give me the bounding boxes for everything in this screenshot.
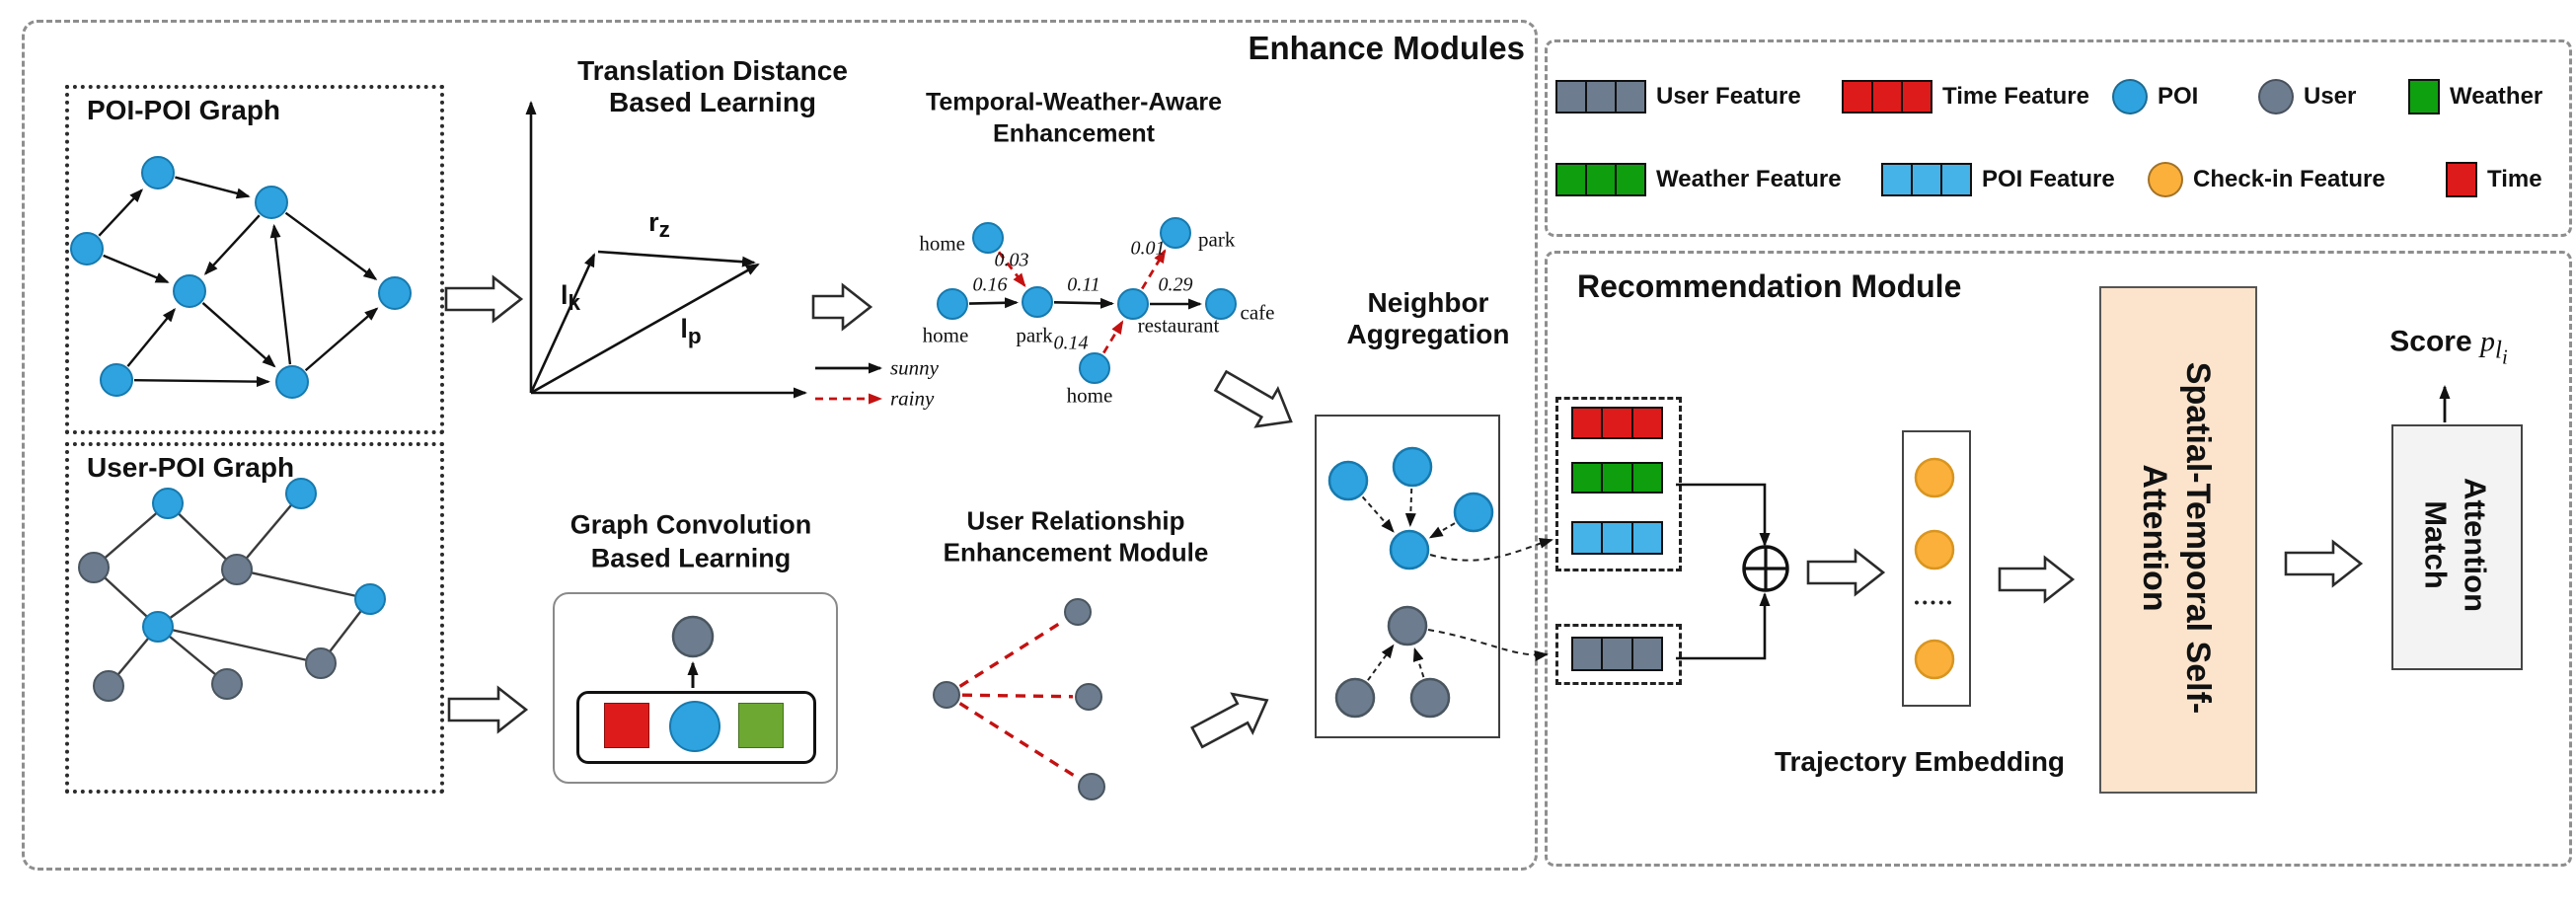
poi-circle — [669, 701, 720, 752]
weight-003: 0.03 — [994, 249, 1029, 271]
vector-lk-base: l — [560, 279, 568, 310]
neighbor-aggregation-title-2: Aggregation — [1346, 319, 1510, 349]
legend-item-time-feature: Time Feature — [1842, 77, 2089, 116]
poi-feature-bar — [1571, 521, 1663, 555]
attention-match-label: Attention Match — [2415, 478, 2495, 612]
score-sub-l: l — [2494, 337, 2502, 364]
circle-icon — [2112, 79, 2148, 114]
neighbor-aggregation-box — [1315, 415, 1500, 738]
score-word: Score — [2389, 325, 2472, 358]
legend-item-time: Time — [2446, 160, 2542, 199]
score-var: p — [2479, 325, 2495, 358]
legend-item-label: Time — [2487, 166, 2542, 192]
square-icon — [2446, 162, 2477, 197]
attention-match-box — [2391, 424, 2523, 670]
sunny-label: sunny — [890, 355, 939, 380]
weight-016: 0.16 — [972, 273, 1008, 296]
vector-lk-sub: k — [568, 290, 581, 316]
weight-029: 0.29 — [1158, 273, 1193, 296]
weight-014: 0.14 — [1053, 332, 1089, 354]
legend-item-label: POI Feature — [1982, 166, 2115, 192]
weight-011: 0.11 — [1067, 273, 1100, 296]
vector-rz-label: rz — [648, 207, 670, 243]
circle-icon — [2258, 79, 2294, 114]
chain-label-home: home — [922, 323, 969, 347]
vector-rz-sub: z — [658, 217, 670, 243]
trajectory-embedding-box — [1902, 430, 1971, 707]
time-square — [604, 703, 649, 748]
enhance-modules-title: Enhance Modules — [1248, 30, 1525, 66]
score-symbol: pli — [2479, 325, 2508, 369]
rainy-label: rainy — [890, 386, 935, 411]
legend-container — [1545, 39, 2572, 237]
weather-feature-bar — [1571, 462, 1663, 494]
vector-lp-sub: p — [687, 324, 702, 349]
temporal-title-2: Enhancement — [993, 119, 1155, 148]
legend-item-label: User Feature — [1656, 83, 1801, 110]
chain-label-restaurant: restaurant — [1137, 313, 1220, 338]
score-label: Score pli — [2389, 326, 2507, 370]
bar3-icon — [1555, 163, 1646, 196]
time-feature-bar — [1571, 407, 1663, 439]
user-poi-graph-label: User-POI Graph — [87, 452, 295, 483]
score-sub: li — [2494, 337, 2508, 369]
legend-item-label: Check-in Feature — [2193, 166, 2386, 192]
legend-item-label: User — [2304, 83, 2357, 110]
bar3-icon — [1881, 163, 1972, 196]
chain-label-park-upper: park — [1198, 227, 1236, 252]
graph-conv-title-2: Based Learning — [590, 543, 792, 573]
poi-poi-graph-label: POI-POI Graph — [87, 95, 281, 125]
weather-square — [738, 703, 784, 748]
spatial-temporal-attention-label: Spatial-Temporal Self- Attention — [2133, 362, 2220, 714]
vector-lp-base: l — [680, 313, 688, 343]
attention-match-line-1: Attention — [2458, 477, 2493, 613]
attention-match-line-2: Match — [2418, 500, 2453, 589]
chain-label-home-upper: home — [919, 231, 965, 256]
chain-label-home-lower: home — [1066, 383, 1113, 408]
user-poi-graph-box — [65, 442, 444, 794]
legend-item-label: Time Feature — [1942, 83, 2089, 110]
legend-item-weather-feature: Weather Feature — [1555, 160, 1842, 199]
legend-item-poi-feature: POI Feature — [1881, 160, 2115, 199]
graph-conv-title-1: Graph Convolution — [569, 509, 812, 540]
legend-item-user-feature: User Feature — [1555, 77, 1801, 116]
spatial-temporal-attention-box — [2099, 286, 2257, 794]
temporal-title-1: Temporal-Weather-Aware — [925, 88, 1223, 116]
enhance-modules-container — [22, 20, 1538, 871]
vector-rz-base: r — [648, 206, 659, 237]
chain-label-cafe: cafe — [1240, 300, 1275, 325]
user-rel-title-1: User Relationship — [966, 505, 1185, 536]
trajectory-dots: ••••• — [1914, 594, 1955, 612]
graph-conv-outer-box — [553, 592, 838, 784]
translation-title-2: Based Learning — [608, 87, 817, 117]
legend-item-poi: POI — [2112, 77, 2198, 116]
trajectory-embedding-label: Trajectory Embedding — [1774, 746, 2066, 777]
recommendation-title: Recommendation Module — [1577, 268, 1962, 304]
weight-001: 0.01 — [1130, 237, 1166, 260]
user-rel-title-2: Enhancement Module — [943, 537, 1209, 568]
legend-item-user: User — [2258, 77, 2356, 116]
bar3-icon — [1842, 80, 1932, 114]
poi-poi-graph-box — [65, 85, 444, 434]
square-icon — [2408, 79, 2440, 114]
vector-lk-label: lk — [561, 280, 580, 316]
legend-item-check-in-feature: Check-in Feature — [2148, 160, 2386, 199]
chain-label-park: park — [1016, 323, 1053, 347]
circle-icon — [2148, 162, 2183, 197]
user-feature-bar — [1571, 637, 1663, 671]
graph-conv-inner-box — [576, 691, 816, 764]
neighbor-aggregation-title-1: Neighbor — [1367, 287, 1489, 318]
spatial-temporal-line-2: Attention — [2136, 464, 2173, 612]
vector-lp-label: lp — [680, 314, 701, 349]
bar3-icon — [1555, 80, 1646, 114]
translation-title-1: Translation Distance — [577, 55, 848, 86]
legend-item-label: POI — [2158, 83, 2199, 110]
spatial-temporal-line-1: Spatial-Temporal Self- — [2179, 361, 2218, 715]
legend-item-label: Weather Feature — [1656, 166, 1842, 192]
legend-item-weather: Weather — [2408, 77, 2542, 116]
legend-item-label: Weather — [2450, 83, 2543, 110]
score-subsub-i: i — [2501, 344, 2508, 369]
